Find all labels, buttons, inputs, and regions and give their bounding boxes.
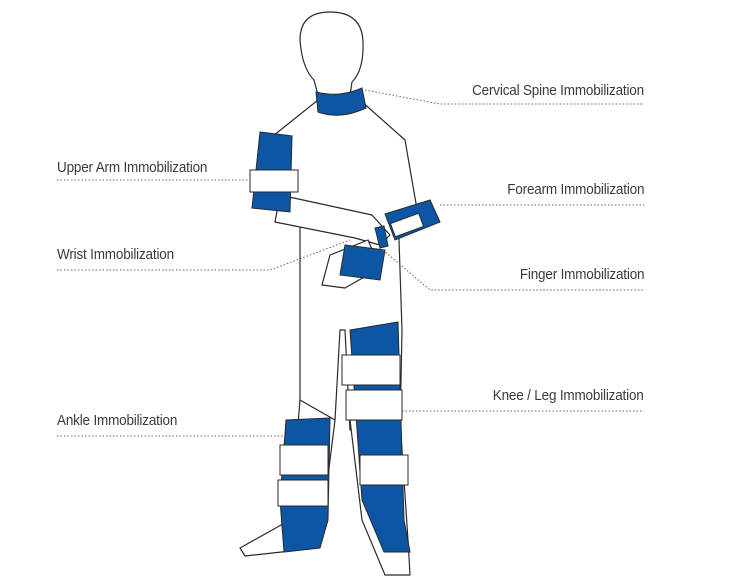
- cervical-collar: [315, 87, 367, 116]
- label-wrist: Wrist Immobilization: [57, 246, 174, 263]
- forearm-strap: [389, 212, 425, 238]
- leader-lines: [57, 89, 644, 437]
- wrist-brace: [339, 244, 386, 281]
- head: [299, 11, 364, 96]
- label-finger: Finger Immobilization: [519, 266, 644, 283]
- label-forearm: Forearm Immobilization: [506, 181, 644, 198]
- label-ankle: Ankle Immobilization: [57, 412, 178, 429]
- label-cervical-spine: Cervical Spine Immobilization: [472, 82, 644, 99]
- label-knee-leg: Knee / Leg Immobilization: [493, 387, 644, 404]
- upper-arm-strap: [249, 169, 299, 193]
- label-upper-arm: Upper Arm Immobilization: [57, 159, 208, 176]
- finger-splint: [374, 225, 389, 249]
